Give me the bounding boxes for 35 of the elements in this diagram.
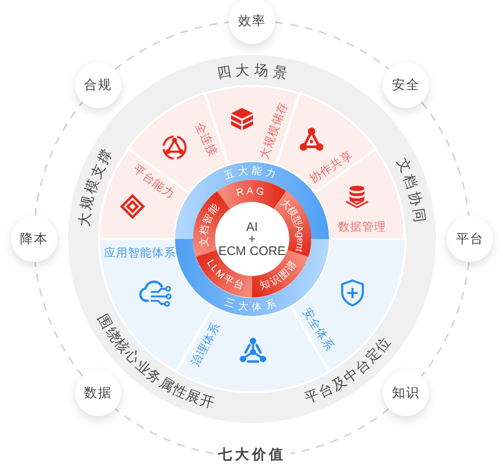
value-circle: 数据: [74, 370, 121, 416]
ring-label: 三大体系: [223, 296, 281, 313]
sector-label: 应用智能体系: [104, 248, 176, 260]
dashed-arc: [275, 21, 390, 70]
segment-label: 文档智能: [198, 201, 222, 248]
dashed-arc: [34, 102, 83, 216]
dashed-arc: [421, 262, 470, 376]
value-circle: 效率: [229, 0, 275, 44]
sector-label: 大规模储存: [259, 100, 291, 162]
value-circle: 安全: [383, 62, 430, 108]
value-circle: 知识: [383, 370, 430, 416]
band-title: 大规模支撑: [75, 146, 116, 228]
sector-label: 安全体系: [299, 306, 335, 354]
sector-label: 协作共享: [308, 150, 356, 186]
sector-label: 治理体系: [190, 321, 224, 369]
dashed-arc: [421, 102, 470, 216]
ring-title: 七大价值: [218, 447, 286, 461]
segment-label: RAG: [236, 185, 268, 198]
ring-label: 五大能力: [223, 165, 281, 182]
core-label: +: [248, 233, 256, 245]
value-circle: 合规: [74, 62, 121, 108]
dashed-arc: [290, 408, 390, 454]
band-title: 文档协同: [392, 155, 428, 224]
band-title: 四大场景: [215, 62, 289, 82]
dashed-arc: [34, 262, 83, 376]
value-circle: 降本: [11, 216, 57, 262]
segment-label: 知识图谱: [258, 258, 300, 292]
sector-label: 数据管理: [338, 222, 386, 234]
sector-label: 全连接: [192, 121, 218, 159]
dashed-arc: [114, 21, 229, 70]
value-circle: 平台: [447, 216, 493, 262]
dashed-arc: [114, 408, 214, 454]
sector-label: 平台能力: [130, 164, 176, 202]
core-label: AI: [246, 221, 258, 233]
core-label: ECM CORE: [218, 245, 286, 257]
